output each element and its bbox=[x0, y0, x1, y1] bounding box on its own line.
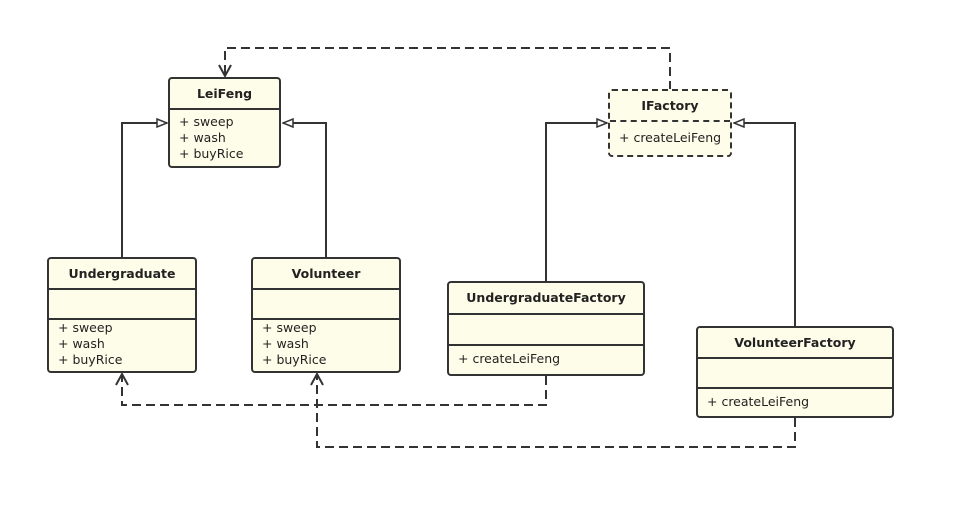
class-volunteer-factory-attributes bbox=[698, 359, 892, 389]
realization-undergraduatefactory-ifactory bbox=[545, 123, 607, 282]
class-undergraduate-factory-operations: + createLeiFeng bbox=[449, 346, 643, 367]
operation: + wash bbox=[58, 336, 105, 351]
operation: + wash bbox=[262, 336, 309, 351]
class-undergraduate-operations: + sweep + wash + buyRice bbox=[49, 320, 195, 368]
class-volunteer-attributes bbox=[253, 290, 399, 320]
operation: + sweep bbox=[179, 114, 234, 129]
operation: + createLeiFeng bbox=[619, 130, 722, 145]
interface-ifactory-operations: + createLeiFeng bbox=[610, 122, 730, 146]
operation: + buyRice bbox=[179, 146, 244, 161]
class-undergraduate-attributes bbox=[49, 290, 195, 320]
operation: + sweep bbox=[58, 320, 113, 335]
operation: + createLeiFeng bbox=[458, 351, 561, 366]
interface-ifactory-name: IFactory bbox=[610, 91, 730, 122]
class-undergraduate-name: Undergraduate bbox=[49, 259, 195, 290]
class-leifeng-name: LeiFeng bbox=[170, 79, 279, 110]
class-leifeng-operations: + sweep + wash + buyRice bbox=[170, 110, 279, 162]
class-undergraduate-factory[interactable]: UndergraduateFactory + createLeiFeng bbox=[447, 281, 645, 376]
dependency-ifactory-leifeng bbox=[225, 47, 671, 90]
class-volunteer-operations: + sweep + wash + buyRice bbox=[253, 320, 399, 368]
dependency-undergraduatefactory-undergraduate bbox=[122, 374, 547, 406]
operation: + wash bbox=[179, 130, 226, 145]
class-undergraduate-factory-name: UndergraduateFactory bbox=[449, 283, 643, 315]
class-volunteer-factory[interactable]: VolunteerFactory + createLeiFeng bbox=[696, 326, 894, 418]
class-undergraduate[interactable]: Undergraduate + sweep + wash + buyRice bbox=[47, 257, 197, 373]
operation: + buyRice bbox=[262, 352, 327, 367]
operation: + sweep bbox=[262, 320, 317, 335]
operation: + buyRice bbox=[58, 352, 123, 367]
inheritance-undergraduate-leifeng bbox=[121, 123, 167, 258]
class-volunteer-name: Volunteer bbox=[253, 259, 399, 290]
class-volunteer[interactable]: Volunteer + sweep + wash + buyRice bbox=[251, 257, 401, 373]
dependency-volunteerfactory-volunteer bbox=[317, 374, 796, 448]
realization-volunteerfactory-ifactory bbox=[734, 123, 796, 327]
class-volunteer-factory-name: VolunteerFactory bbox=[698, 328, 892, 359]
class-leifeng[interactable]: LeiFeng + sweep + wash + buyRice bbox=[168, 77, 281, 168]
operation: + createLeiFeng bbox=[707, 394, 810, 409]
interface-ifactory[interactable]: IFactory + createLeiFeng bbox=[608, 89, 732, 157]
class-undergraduate-factory-attributes bbox=[449, 315, 643, 346]
inheritance-volunteer-leifeng bbox=[283, 123, 327, 258]
class-volunteer-factory-operations: + createLeiFeng bbox=[698, 389, 892, 410]
